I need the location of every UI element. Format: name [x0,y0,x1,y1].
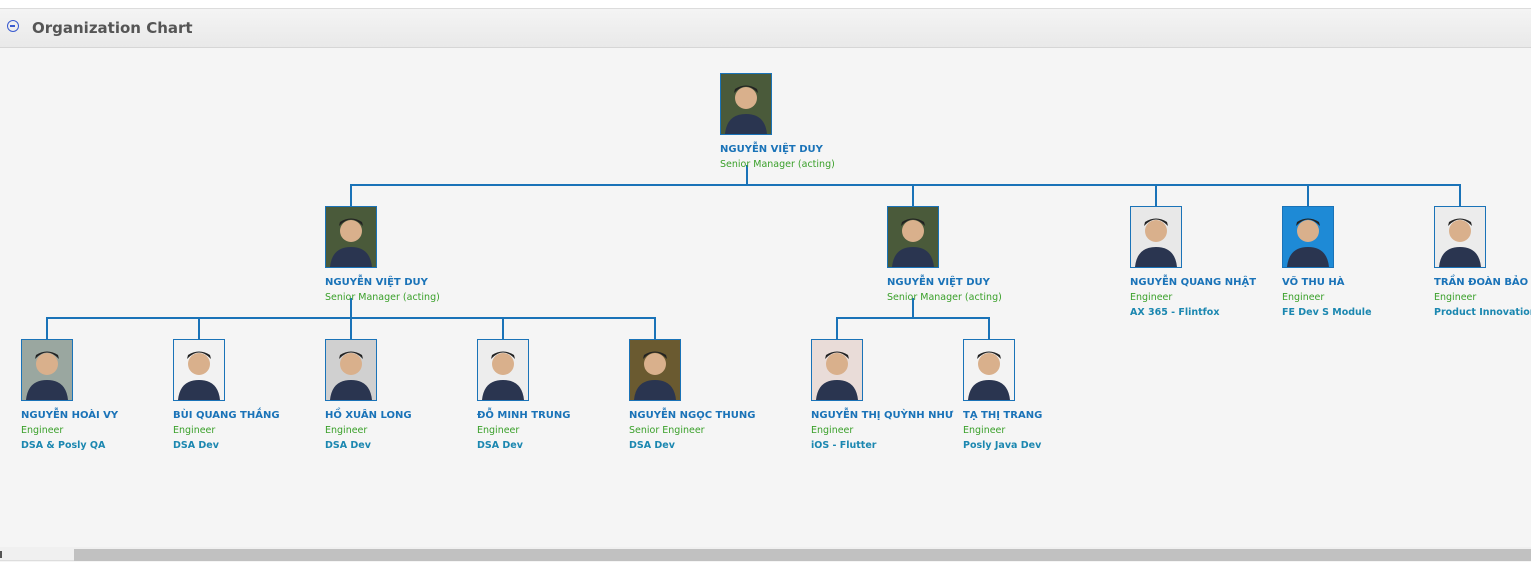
org-node: NGUYỄN VIỆT DUY Senior Manager (acting) [325,206,475,303]
profile-photo[interactable] [21,339,73,401]
employee-department: AX 365 - Flintfox [1130,307,1220,318]
employee-name[interactable]: NGUYỄN QUANG NHẬT [1130,277,1257,288]
profile-photo[interactable] [1282,206,1334,268]
person-avatar-icon [1135,218,1177,267]
person-avatar-icon [1287,218,1329,267]
org-node: NGUYỄN VIỆT DUY Senior Manager (acting) [720,73,870,170]
employee-role: Engineer [21,425,64,436]
employee-name[interactable]: NGUYỄN VIỆT DUY [325,277,428,288]
connector-line [836,317,838,339]
employee-department: DSA Dev [325,440,371,451]
profile-photo[interactable] [629,339,681,401]
connector-line [46,317,48,339]
profile-photo[interactable] [325,339,377,401]
employee-department: DSA & Posly QA [21,440,106,451]
employee-name[interactable]: VÕ THU HÀ [1282,277,1345,288]
employee-name[interactable]: HỒ XUÂN LONG [325,410,412,421]
person-avatar-icon [330,351,372,400]
org-node: VÕ THU HÀ Engineer FE Dev S Module [1282,206,1432,318]
person-avatar-icon [26,351,68,400]
profile-photo[interactable] [811,339,863,401]
connector-line [988,317,990,339]
employee-role: Senior Manager (acting) [720,159,835,170]
org-node: NGUYỄN VIỆT DUY Senior Manager (acting) [887,206,1037,303]
collapse-icon[interactable] [7,20,19,32]
scrollbar-thumb[interactable] [74,549,1531,561]
employee-role: Engineer [1130,292,1173,303]
connector-line [350,298,352,318]
org-node: NGUYỄN THỊ QUỲNH NHƯ Engineer iOS - Flut… [811,339,961,451]
employee-department: iOS - Flutter [811,440,877,451]
horizontal-scrollbar[interactable] [0,547,1531,561]
employee-role: Engineer [963,425,1006,436]
employee-department: Product Innovation [1434,307,1531,318]
profile-photo[interactable] [325,206,377,268]
profile-photo[interactable] [1130,206,1182,268]
org-node: NGUYỄN NGỌC THUNG Senior Engineer DSA De… [629,339,779,451]
person-avatar-icon [178,351,220,400]
employee-role: Engineer [325,425,368,436]
employee-name[interactable]: TRẦN ĐOÀN BẢO LO [1434,277,1531,288]
employee-department: DSA Dev [629,440,675,451]
employee-role: Engineer [173,425,216,436]
panel-title: Organization Chart [32,19,193,37]
panel-header: Organization Chart [0,9,1531,48]
scroll-left-arrow[interactable] [0,551,2,558]
employee-department: DSA Dev [173,440,219,451]
org-node: TRẦN ĐOÀN BẢO LO Engineer Product Innova… [1434,206,1531,318]
person-avatar-icon [725,85,767,134]
employee-role: Engineer [1282,292,1325,303]
employee-name[interactable]: ĐỖ MINH TRUNG [477,410,571,421]
employee-name[interactable]: NGUYỄN THỊ QUỲNH NHƯ [811,410,954,421]
connector-line [912,298,914,318]
connector-line [350,317,352,339]
profile-photo[interactable] [173,339,225,401]
connector-line [350,184,1461,186]
connector-line [350,184,352,206]
profile-photo[interactable] [720,73,772,135]
employee-department: Posly Java Dev [963,440,1042,451]
employee-department: FE Dev S Module [1282,307,1372,318]
profile-photo[interactable] [1434,206,1486,268]
profile-photo[interactable] [477,339,529,401]
connector-line [1459,184,1461,206]
org-node: NGUYỄN QUANG NHẬT Engineer AX 365 - Flin… [1130,206,1280,318]
employee-department: DSA Dev [477,440,523,451]
employee-name[interactable]: TẠ THỊ TRANG [963,410,1043,421]
connector-line [654,317,656,339]
person-avatar-icon [330,218,372,267]
employee-role: Engineer [477,425,520,436]
employee-role: Senior Manager (acting) [325,292,440,303]
connector-line [836,317,990,319]
person-avatar-icon [1439,218,1481,267]
connector-line [1307,184,1309,206]
employee-name[interactable]: NGUYỄN HOÀI VY [21,410,119,421]
person-avatar-icon [892,218,934,267]
profile-photo[interactable] [887,206,939,268]
connector-line [198,317,200,339]
employee-role: Engineer [1434,292,1477,303]
employee-role: Senior Engineer [629,425,705,436]
connector-line [912,184,914,206]
employee-role: Senior Manager (acting) [887,292,1002,303]
person-avatar-icon [816,351,858,400]
org-node: NGUYỄN HOÀI VY Engineer DSA & Posly QA [21,339,171,451]
connector-line [1155,184,1157,206]
employee-name[interactable]: NGUYỄN VIỆT DUY [720,144,823,155]
profile-photo[interactable] [963,339,1015,401]
org-node: BÙI QUANG THẮNG Engineer DSA Dev [173,339,323,451]
employee-name[interactable]: NGUYỄN VIỆT DUY [887,277,990,288]
org-node: TẠ THỊ TRANG Engineer Posly Java Dev [963,339,1113,451]
employee-name[interactable]: BÙI QUANG THẮNG [173,410,280,421]
person-avatar-icon [634,351,676,400]
person-avatar-icon [482,351,524,400]
connector-line [502,317,504,339]
employee-name[interactable]: NGUYỄN NGỌC THUNG [629,410,756,421]
employee-role: Engineer [811,425,854,436]
org-node: HỒ XUÂN LONG Engineer DSA Dev [325,339,475,451]
person-avatar-icon [968,351,1010,400]
org-node: ĐỖ MINH TRUNG Engineer DSA Dev [477,339,627,451]
connector-line [746,165,748,185]
